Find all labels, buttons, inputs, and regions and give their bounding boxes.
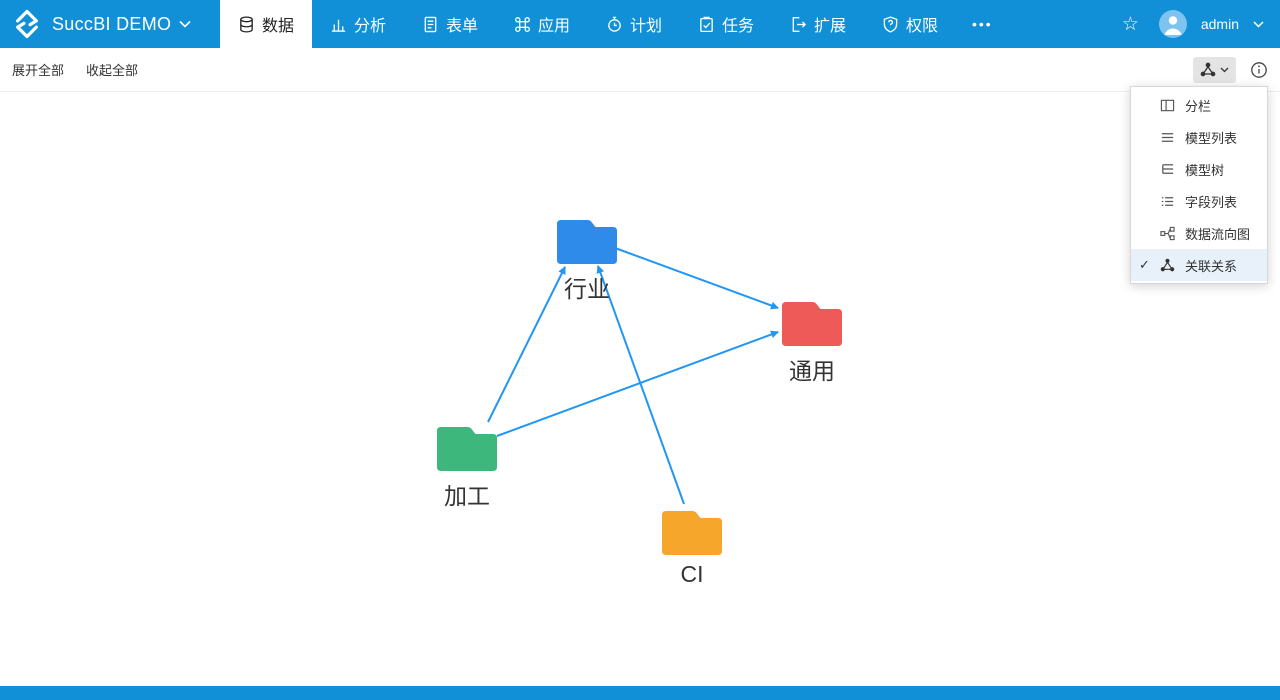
tab-label: 权限 [905,18,938,35]
tab-data[interactable]: 数据 [220,0,312,48]
info-button[interactable] [1250,61,1268,79]
view-mode-button[interactable] [1193,56,1236,83]
menu-item-split-columns[interactable]: 分栏 [1131,89,1267,121]
folder-icon [437,427,497,471]
folder-icon [782,302,842,346]
relation-graph-icon [1200,62,1216,76]
brand-title: SuccBI DEMO [52,13,172,34]
graph-edge-jiagong-to-tongyong [496,330,779,437]
tab-label: 数据 [261,18,294,35]
header-right: ☆ admin [1122,0,1280,48]
folder-icon [662,511,722,555]
shield-icon [883,15,898,33]
bar-chart-icon [331,19,346,32]
menu-item-label: 分栏 [1185,98,1212,114]
node-label: 行业 [564,276,610,302]
menu-item-data-flow[interactable]: 数据流向图 [1131,217,1267,249]
model-list-icon [1159,129,1175,145]
tab-label: 分析 [353,18,386,35]
folder-icon [557,220,617,264]
graph-edge-ci-to-hangye [596,265,685,505]
chevron-down-icon [1220,67,1229,72]
expand-all-link[interactable]: 展开全部 [12,63,65,78]
user-avatar[interactable] [1158,10,1187,38]
graph-edge-jiagong-to-hangye [487,266,566,423]
main-tabs: 数据 分析 表单 应用 [220,0,956,48]
tab-schedule[interactable]: 计划 [588,0,680,48]
task-icon [700,16,713,32]
clock-icon [608,16,621,32]
graph-edge-hangye-to-tongyong [614,247,779,310]
menu-item-label: 字段列表 [1185,194,1238,210]
user-chevron-down-icon[interactable] [1253,20,1264,28]
form-icon [424,16,437,32]
menu-item-relation-graph[interactable]: ✓ 关联关系 [1131,249,1267,281]
model-tree-icon [1159,161,1175,177]
graph-node-jiagong[interactable]: 加工 [437,421,497,511]
relation-graph-icon [1159,257,1175,273]
data-flow-icon [1159,225,1175,241]
split-columns-icon [1159,97,1175,113]
database-icon [240,15,253,33]
tab-permissions[interactable]: 权限 [864,0,956,48]
graph-node-ci[interactable]: CI [662,505,722,588]
graph-node-hangye[interactable]: 行业 [557,214,617,304]
check-icon: ✓ [1139,257,1150,272]
menu-item-label: 模型树 [1185,162,1225,178]
tab-tasks[interactable]: 任务 [680,0,772,48]
tab-label: 扩展 [813,18,846,35]
app-header: SuccBI DEMO 数据 分析 表单 [0,0,1280,48]
tab-apps[interactable]: 应用 [496,0,588,48]
more-tabs-button[interactable]: ••• [972,16,993,32]
tab-label: 表单 [445,18,478,35]
edge-layer [487,247,779,505]
tab-label: 应用 [537,18,570,35]
brand-menu[interactable]: SuccBI DEMO [0,0,220,48]
tab-extensions[interactable]: 扩展 [772,0,864,48]
tab-label: 计划 [629,18,662,35]
succbi-logo-icon [12,9,42,39]
view-mode-menu: 分栏 模型列表 模型树 字段列表 数据 [1130,86,1268,284]
field-list-icon [1159,193,1175,209]
collapse-all-link[interactable]: 收起全部 [86,63,139,78]
relation-graph-canvas[interactable]: 行业通用加工 CI [0,92,1280,686]
app-icon [515,16,530,32]
user-name[interactable]: admin [1200,16,1239,32]
menu-item-label: 数据流向图 [1185,226,1251,242]
menu-item-field-list[interactable]: 字段列表 [1131,185,1267,217]
menu-item-model-tree[interactable]: 模型树 [1131,153,1267,185]
canvas-toolbar: 展开全部 收起全部 [0,48,1280,92]
favorite-star-icon[interactable]: ☆ [1121,13,1139,35]
footer-bar [0,686,1280,700]
node-label: 通用 [789,358,835,384]
tab-label: 任务 [721,18,754,35]
chevron-down-icon [179,20,191,28]
menu-item-label: 模型列表 [1185,130,1238,146]
menu-item-label: 关联关系 [1185,258,1238,274]
graph-node-tongyong[interactable]: 通用 [782,296,842,386]
tab-analysis[interactable]: 分析 [312,0,404,48]
menu-item-model-list[interactable]: 模型列表 [1131,121,1267,153]
info-icon [1251,61,1267,78]
extension-icon [792,16,807,32]
node-label: 加工 [444,483,490,509]
tab-forms[interactable]: 表单 [404,0,496,48]
node-label: CI [680,561,704,587]
